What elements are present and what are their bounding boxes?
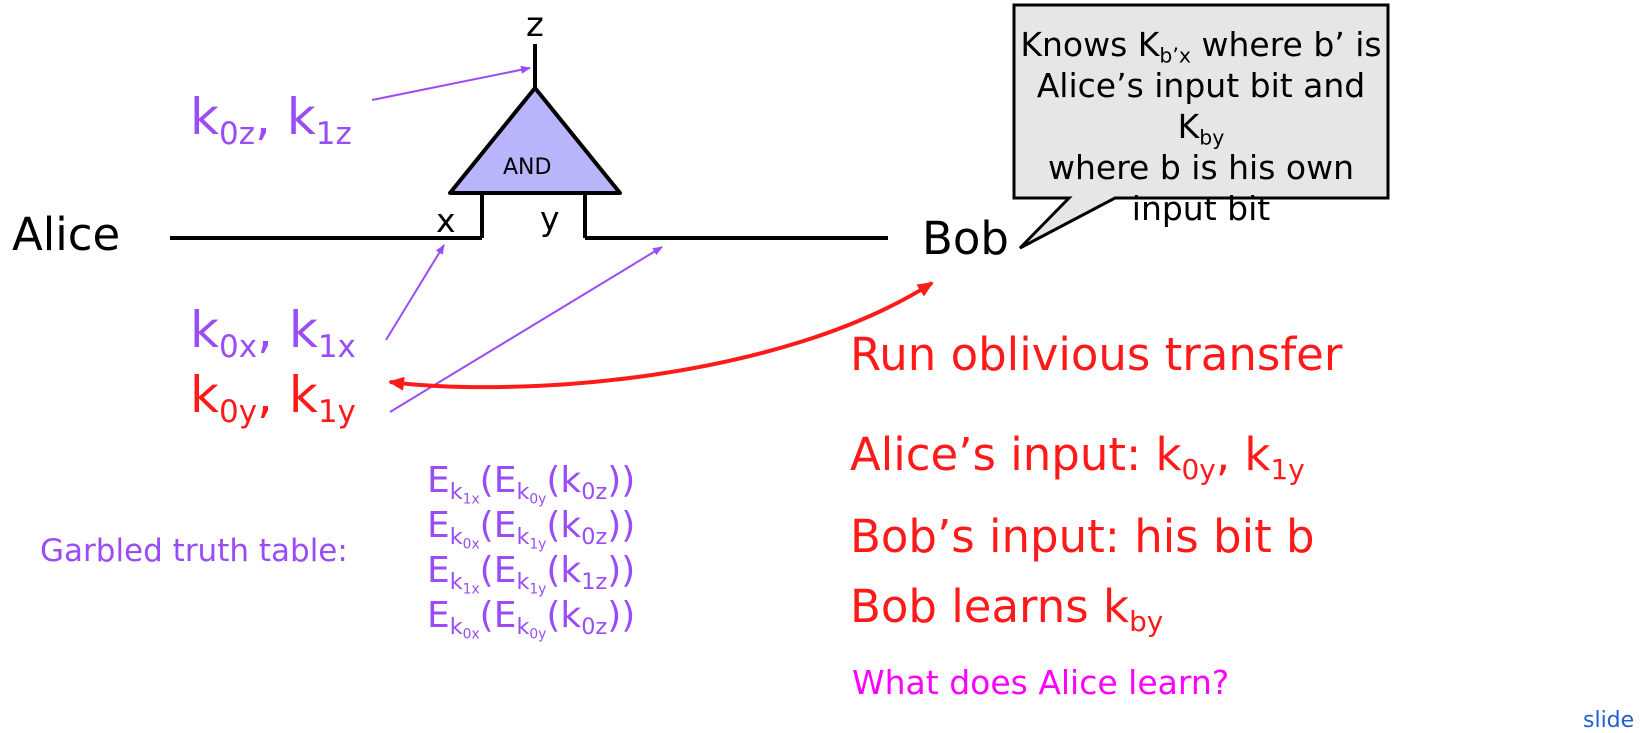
oblivious-transfer-arrow	[388, 281, 934, 391]
ot-title: Run oblivious transfer	[850, 328, 1343, 381]
and-gate-shape	[448, 86, 622, 195]
garbled-row: Ek1x(Ek1y(k1z))	[427, 550, 636, 598]
arrow-kx-to-x	[385, 244, 445, 341]
arrow-kz-to-z	[371, 65, 531, 101]
garbled-table-label: Garbled truth table:	[40, 533, 348, 569]
garbled-row: Ek0x(Ek1y(k0z))	[427, 505, 636, 553]
ot-question: What does Alice learn?	[852, 663, 1230, 702]
bob-label: Bob	[922, 212, 1009, 265]
alice-label: Alice	[12, 208, 121, 261]
output-wire-label: z	[526, 5, 544, 45]
callout-line-2: Alice’s input bit and Kby	[1036, 66, 1366, 150]
callout-line-3: where b is his own input bit	[1048, 148, 1354, 228]
callout-line-1: Knows Kb’x where b’ is	[1020, 25, 1382, 68]
ot-bob-input: Bob’s input: his bit b	[850, 510, 1315, 563]
input-x-label: x	[436, 201, 456, 240]
keys-x: k0x, k1x	[190, 301, 356, 365]
garbled-row: Ek1x(Ek0y(k0z))	[427, 460, 636, 508]
ot-bob-learns: Bob learns kby	[850, 580, 1164, 638]
keys-z: k0z, k1z	[190, 88, 352, 152]
slide-footer: slide	[1583, 708, 1635, 733]
ot-alice-input: Alice’s input: k0y, k1y	[850, 428, 1305, 486]
garbled-row: Ek0x(Ek0y(k0z))	[427, 595, 636, 643]
callout-text: Knows Kb’x where b’ is Alice’s input bit…	[1018, 24, 1384, 229]
gate-label: AND	[503, 155, 552, 180]
input-y-label: y	[540, 199, 560, 238]
garbled-table: Ek1x(Ek0y(k0z)) Ek0x(Ek1y(k0z)) Ek1x(Ek1…	[427, 458, 636, 643]
callout-balloon	[1012, 3, 1390, 250]
keys-y: k0y, k1y	[190, 366, 356, 430]
